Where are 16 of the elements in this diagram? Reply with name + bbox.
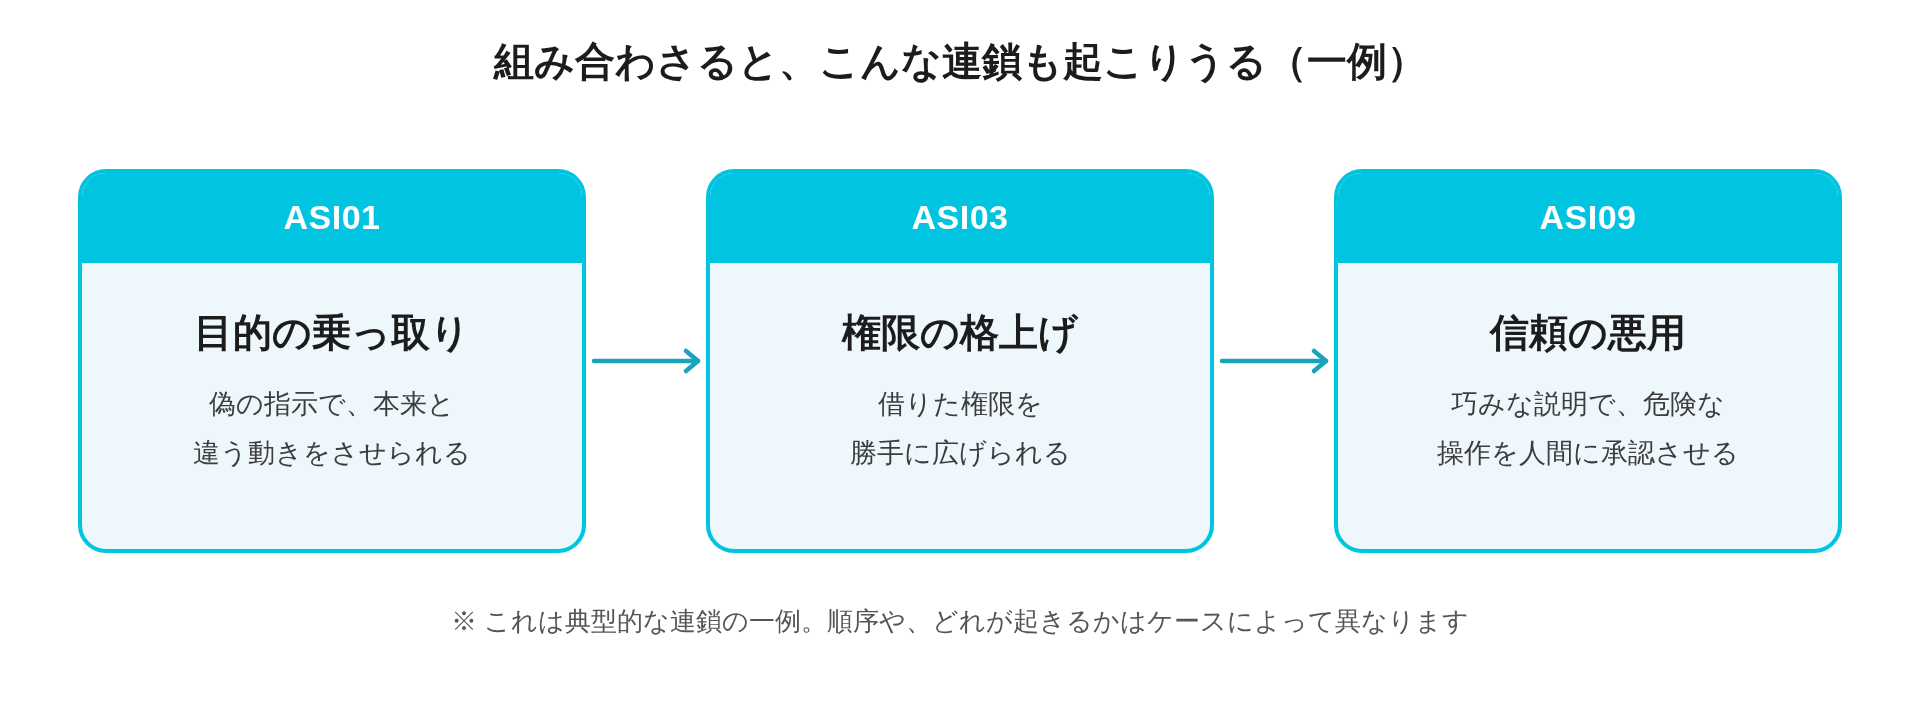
- card-header: ASI09: [1338, 173, 1838, 263]
- card-header: ASI03: [710, 173, 1210, 263]
- arrow: [1219, 348, 1329, 374]
- process-card: [706, 169, 1214, 553]
- process-card: [78, 169, 586, 553]
- card-description: 借りた権限を勝手に広げられる: [848, 388, 1072, 470]
- arrow: [591, 348, 701, 374]
- process-card: [1334, 169, 1842, 553]
- card-title: 信頼の悪用: [1490, 310, 1686, 356]
- card-title: 目的の乗っ取り: [194, 310, 470, 356]
- footnote: ※ これは典型的な連鎖の一例。順序や、どれが起きるかはケースによって異なります: [450, 605, 1470, 638]
- card-description: 巧みな説明で、危険な操作を人間に承認させる: [1436, 388, 1740, 470]
- diagram-title: 組み合わさると、こんな連鎖も起こりうる（一例）: [493, 38, 1427, 85]
- card-header: ASI01: [82, 173, 582, 263]
- card-description: 偽の指示で、本来と違う動きをさせられる: [192, 388, 472, 470]
- card-title: 権限の格上げ: [842, 310, 1078, 356]
